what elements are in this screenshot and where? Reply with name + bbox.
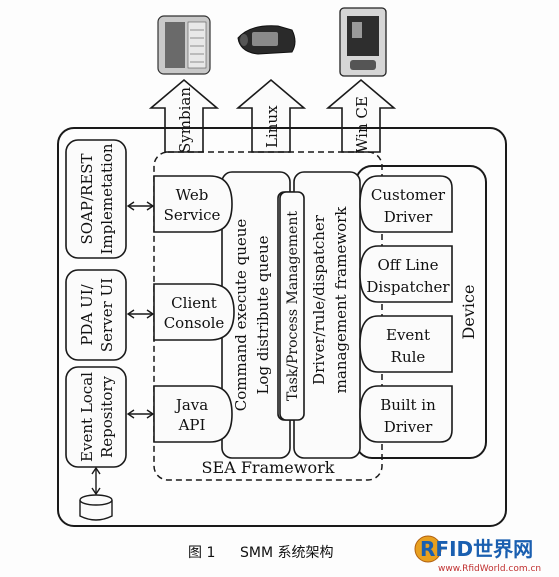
platform-label-linux: Linux bbox=[263, 105, 281, 148]
device-block-offline-dispatcher: Off Line Dispatcher bbox=[359, 245, 453, 303]
task-mgmt-overlay: Task/Process Management bbox=[279, 191, 305, 421]
java-api-line2: API bbox=[178, 416, 206, 434]
builtin-driver-line1: Built in bbox=[380, 396, 436, 414]
inner-block-client-console: Client Console bbox=[153, 283, 235, 341]
arrow-wince: Win CE bbox=[325, 78, 397, 153]
left-block-repo-line2: Repository bbox=[98, 375, 116, 458]
device-block-builtin-driver: Built in Driver bbox=[359, 385, 453, 443]
queues-line1: Command execute queue bbox=[232, 219, 250, 412]
device-block-customer-driver: Customer Driver bbox=[359, 175, 453, 233]
rfid-watermark-logo: RFID世界网 www.RfidWorld.com.cn bbox=[414, 535, 541, 574]
event-rule-line1: Event bbox=[386, 326, 430, 344]
left-block-repo-line1: Event Local bbox=[78, 372, 96, 462]
connector-repo-java bbox=[126, 409, 155, 419]
device-block-event-rule: Event Rule bbox=[359, 315, 453, 373]
device-label: Device bbox=[459, 285, 478, 340]
left-block-soap-line2: Implemetation bbox=[98, 143, 116, 254]
client-console-line1: Client bbox=[171, 294, 217, 312]
connector-soap-web bbox=[126, 201, 155, 211]
sea-framework-label: SEA Framework bbox=[202, 458, 335, 477]
driver-framework-line1: Driver/rule/dispatcher bbox=[310, 214, 328, 385]
figure-title: SMM 系统架构 bbox=[240, 545, 334, 561]
client-console-line2: Console bbox=[164, 314, 225, 332]
figure-number: 图 1 bbox=[188, 545, 215, 561]
left-block-pda-line1: PDA UI/ bbox=[78, 283, 96, 345]
offline-dispatcher-line1: Off Line bbox=[377, 256, 438, 274]
driver-framework-line2: management framework bbox=[332, 206, 350, 394]
inner-block-java-api: Java API bbox=[153, 385, 233, 443]
center-column-driver-framework: Driver/rule/dispatcher management framew… bbox=[293, 171, 361, 459]
arrow-symbian: Symbian bbox=[148, 78, 220, 153]
phone-symbian-icon bbox=[157, 15, 211, 75]
left-block-soap-line1: SOAP/REST bbox=[78, 153, 96, 244]
pda-wince-icon bbox=[339, 7, 387, 77]
customer-driver-line2: Driver bbox=[384, 208, 433, 226]
phone-linux-icon bbox=[237, 25, 296, 55]
offline-dispatcher-line2: Dispatcher bbox=[366, 278, 450, 296]
event-rule-line2: Rule bbox=[391, 348, 426, 366]
web-service-line2: Service bbox=[164, 206, 221, 224]
left-block-repository: Event Local Repository bbox=[65, 366, 127, 468]
java-api-line1: Java bbox=[174, 396, 208, 414]
platform-label-wince: Win CE bbox=[353, 96, 371, 153]
left-block-pda-line2: Server UI bbox=[98, 278, 116, 352]
platform-label-symbian: Symbian bbox=[176, 87, 194, 153]
system-frame bbox=[57, 127, 507, 527]
connector-ui-console bbox=[126, 309, 155, 319]
arrow-linux: Linux bbox=[235, 78, 307, 153]
inner-block-web-service: Web Service bbox=[153, 175, 233, 233]
watermark-brand: RFID世界网 bbox=[420, 537, 533, 561]
queues-line2: Log distribute queue bbox=[254, 235, 272, 394]
center-column-queues: Command execute queue Log distribute que… bbox=[221, 171, 291, 459]
left-block-soap: SOAP/REST Implemetation bbox=[65, 139, 127, 259]
database-icon bbox=[79, 466, 113, 521]
customer-driver-line1: Customer bbox=[371, 186, 446, 204]
left-block-pda-ui: PDA UI/ Server UI bbox=[65, 269, 127, 361]
task-mgmt-overlay-label: Task/Process Management bbox=[285, 211, 301, 401]
watermark-url: www.RfidWorld.com.cn bbox=[438, 564, 541, 574]
web-service-line1: Web bbox=[176, 186, 209, 204]
builtin-driver-line2: Driver bbox=[384, 418, 433, 436]
